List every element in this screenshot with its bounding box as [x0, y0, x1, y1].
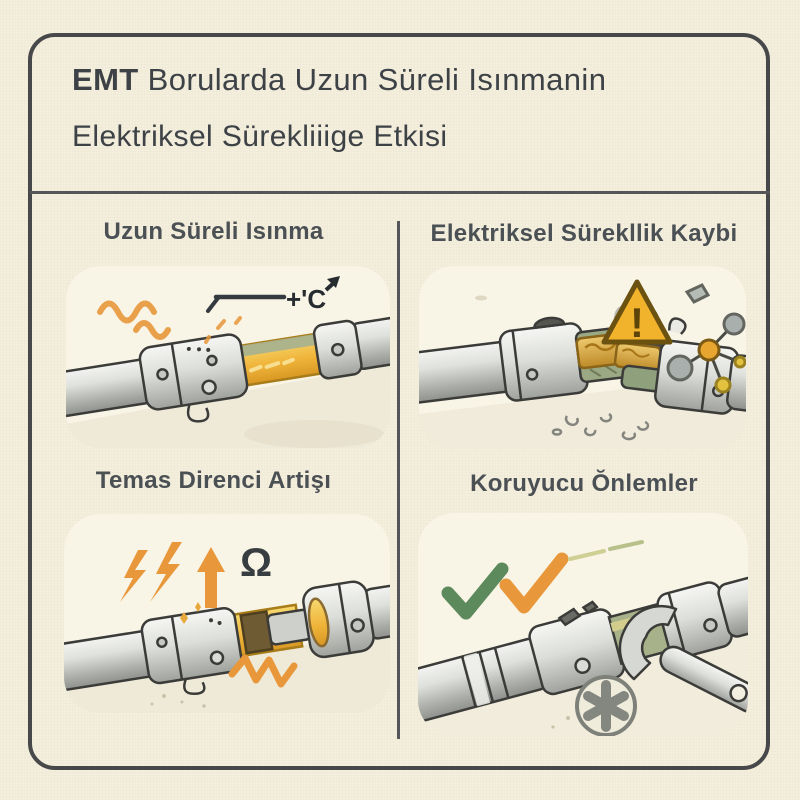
temperature-label: +'C: [286, 284, 326, 314]
check-orange-icon: [499, 552, 569, 614]
quadrant-label-koruyucu-onlemler: Koruyucu Ŏnlemler: [470, 470, 698, 497]
resistance-zigzag-icon: [228, 654, 298, 688]
floor-speckles: [150, 694, 206, 708]
floor-shadow: [244, 420, 384, 448]
illustration-panel-contact-resistance: Ω: [64, 514, 390, 713]
resistance-conduit-drawing: Ω: [64, 514, 390, 713]
up-right-arrowhead: [327, 276, 340, 288]
title-line1-rest: Borularda Uzun Süreli Isınmanin: [138, 62, 607, 97]
warning-exclamation: !: [630, 299, 644, 346]
heat-sparks-icon: [204, 316, 242, 344]
wrench-icon: [618, 604, 748, 714]
conduit-pipe-joint: [64, 577, 390, 696]
omega-icon: Ω: [240, 541, 272, 585]
illustration-panel-heating: +'C: [66, 266, 390, 448]
up-arrow-icon: [197, 547, 225, 608]
illustration-panel-protective-measures: [418, 513, 748, 736]
illustration-panel-continuity-loss: !: [419, 266, 746, 450]
broken-conduit-drawing: !: [419, 266, 746, 450]
poster-frame: [28, 33, 770, 770]
maintenance-conduit-drawing: [418, 513, 748, 736]
molecule-icon: [666, 283, 746, 394]
horizontal-divider: [30, 191, 770, 194]
floor-shading: [66, 364, 390, 448]
heating-conduit-drawing: +'C: [66, 266, 390, 448]
quadrant-label-uzun-sureli-isinma: Uzun Süreli Isınma: [103, 218, 324, 245]
speckle: [475, 295, 487, 301]
quadrant-label-temas-direnci-artisi: Temas Direnci Artişı: [95, 467, 332, 494]
debris-fragments: [551, 412, 650, 441]
dashed-guide-lines: [568, 540, 644, 561]
contact-sparks: [180, 602, 201, 624]
heat-waves-icon: [97, 300, 171, 340]
temperature-rise-icon: +'C: [206, 276, 340, 314]
vertical-divider: [397, 221, 400, 739]
warning-triangle-icon: !: [601, 279, 673, 346]
lightning-bolts-icon: [120, 542, 182, 602]
asterisk-badge-icon: [575, 675, 637, 736]
poster-title-line1: EMT Borularda Uzun Süreli Isınmanin: [72, 62, 606, 98]
title-emt: EMT: [72, 62, 139, 97]
conduit-pipe-heated: [66, 308, 390, 423]
quadrant-label-elektriksel-sureklilik-kaybi: Elektriksel Sürekllik Kaybi: [430, 220, 738, 247]
poster-title-line2: Elektriksel Sürekliiige Etkisi: [72, 120, 448, 153]
check-green-icon: [441, 562, 509, 620]
